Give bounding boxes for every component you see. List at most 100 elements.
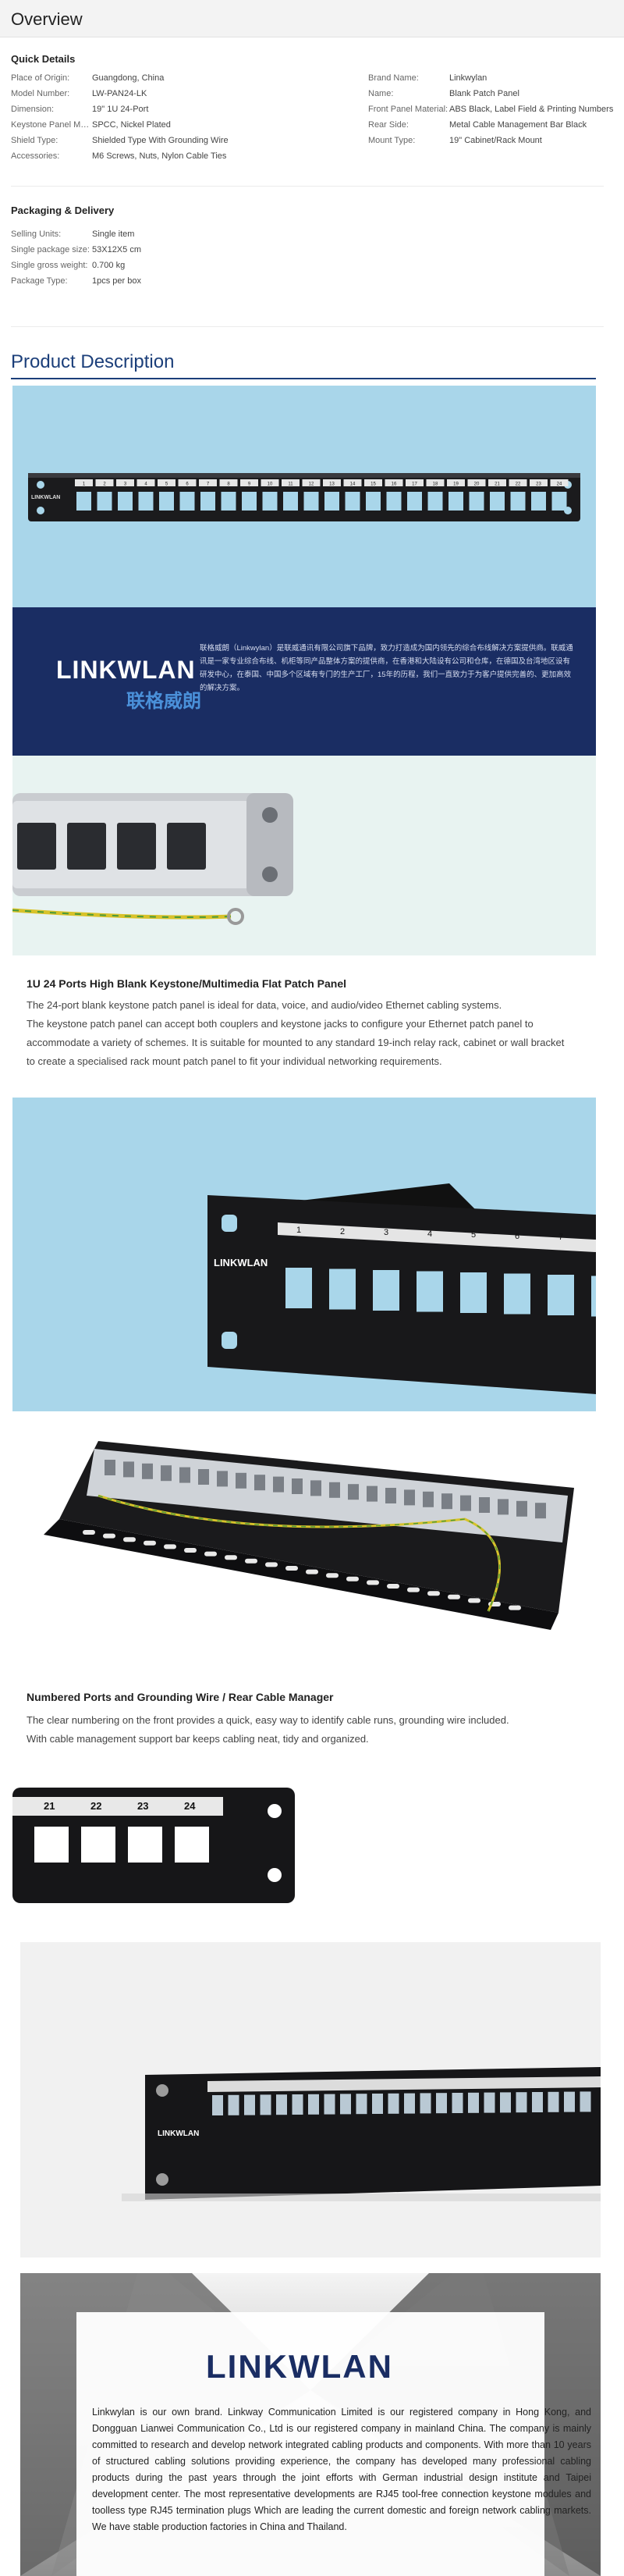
detail-row: Keystone Panel Ma...SPCC, Nickel Plated <box>11 117 229 133</box>
rear-keystone-port <box>348 1484 359 1500</box>
cable-manager-slot <box>144 1540 156 1546</box>
cable-manager-slot <box>367 1580 379 1585</box>
port-number: 13 <box>329 482 335 487</box>
port-number: 4 <box>144 482 147 487</box>
metal-frame-illustration <box>12 793 293 925</box>
keystone-port <box>345 492 360 511</box>
keystone-port <box>448 492 463 511</box>
rear-keystone-port <box>254 1475 265 1491</box>
cable-manager-slot <box>448 1594 460 1599</box>
port-label-field <box>178 479 197 486</box>
port-label-field <box>136 479 155 486</box>
port-number: 18 <box>433 482 438 487</box>
keystone-port <box>292 2094 303 2115</box>
cable-manager-slot <box>285 1566 298 1571</box>
keystone-port <box>388 2093 399 2114</box>
brand-banner: LINKWLAN 联格威朗 联格威朗（Linkwylan）是联威通讯有限公司旗下… <box>12 607 596 756</box>
rear-panel-illustration <box>44 1441 574 1630</box>
keystone-port <box>469 492 484 511</box>
section1-paragraph-1: The 24-port blank keystone patch panel i… <box>27 999 502 1011</box>
detail-value: SPCC, Nickel Plated <box>92 120 171 130</box>
cable-manager-slot <box>164 1544 176 1550</box>
keystone-port <box>329 1268 356 1310</box>
keystone-port <box>404 2093 415 2114</box>
detail-value: 19" Cabinet/Rack Mount <box>449 136 542 145</box>
detail-value: ABS Black, Label Field & Printing Number… <box>449 105 614 114</box>
port-number: 1 <box>296 1226 302 1235</box>
keystone-port <box>244 2094 255 2115</box>
port-label-field <box>385 479 403 486</box>
detail-value: Linkwylan <box>449 73 488 83</box>
port-number: 3 <box>384 1228 389 1237</box>
port-number: 23 <box>137 1800 149 1812</box>
section1-paragraph-2: The keystone patch panel can accept both… <box>27 1018 565 1067</box>
port-label-field <box>116 479 134 486</box>
detail-value: Blank Patch Panel <box>449 89 519 98</box>
port-number: 2 <box>340 1226 346 1236</box>
rear-keystone-port <box>142 1463 153 1479</box>
port-number: 21 <box>495 482 500 487</box>
detail-label: Keystone Panel Ma... <box>11 120 92 130</box>
detail-row: Selling Units: Single item <box>11 226 141 242</box>
port-number: 15 <box>370 482 376 487</box>
keystone-port <box>407 492 422 511</box>
keystone-port <box>468 2092 479 2113</box>
keystone-port <box>564 2091 575 2112</box>
skyscraper-background <box>20 2273 601 2576</box>
rear-keystone-port <box>460 1495 471 1511</box>
port-label-field <box>530 479 548 486</box>
port-number: 12 <box>309 482 314 487</box>
detail-value: LW-PAN24-LK <box>92 89 147 98</box>
keystone-port <box>386 492 402 511</box>
section2-paragraph-2: With cable management support bar keeps … <box>27 1733 369 1745</box>
port-label-field <box>261 479 279 486</box>
product-image-gray-angle: LINKWLAN <box>20 1942 601 2258</box>
port-label-field <box>343 479 362 486</box>
cable-manager-slot <box>204 1551 217 1557</box>
product-image-rear <box>12 1425 596 1660</box>
keystone-port <box>356 2094 367 2115</box>
port-label-field <box>302 479 321 486</box>
angled-panel-illustration <box>207 1183 596 1394</box>
keystone-port <box>373 1270 399 1311</box>
port-number: 5 <box>165 482 168 487</box>
keystone-port <box>551 492 567 511</box>
detail-row: Single package size:53X12X5 cm <box>11 242 141 258</box>
cable-manager-slot <box>123 1537 136 1542</box>
product-image-metal-frame <box>12 756 596 955</box>
detail-label: Package Type: <box>11 276 68 286</box>
detail-row: Rear Side:Metal Cable Management Bar Bla… <box>368 117 613 133</box>
detail-label: Selling Units: <box>11 229 62 239</box>
port-number: 3 <box>124 482 127 487</box>
overview-title: Overview <box>11 9 83 29</box>
keystone-port <box>436 2093 447 2114</box>
keystone-port <box>372 2094 383 2114</box>
brand-logo: LINKWLAN <box>206 2348 393 2385</box>
rear-keystone-port <box>441 1493 452 1510</box>
cable-manager-slot <box>265 1562 278 1567</box>
detail-label: Model Number: <box>11 89 70 98</box>
divider <box>11 326 604 327</box>
detail-label: Shield Type: <box>11 136 58 145</box>
port-number: 10 <box>268 482 273 487</box>
detail-row: Front Panel Material:ABS Black, Label Fi… <box>368 101 613 117</box>
port-label-field <box>550 479 569 486</box>
keystone-port <box>200 492 215 511</box>
rear-keystone-port <box>273 1476 284 1493</box>
keystone-port <box>324 2094 335 2115</box>
keystone-port <box>138 492 154 511</box>
keystone-port <box>118 492 133 511</box>
detail-value: Single item <box>92 229 135 239</box>
keystone-port <box>532 2092 543 2112</box>
cable-manager-slot <box>326 1573 339 1578</box>
keystone-port <box>427 492 443 511</box>
keystone-port <box>500 2092 511 2113</box>
rear-keystone-port <box>535 1503 546 1519</box>
panel-logo: LINKWLAN <box>31 495 61 500</box>
brand-card-background <box>20 2273 601 2576</box>
keystone-port <box>276 2094 287 2115</box>
brand-description: Linkwylan is our own brand. Linkway Comm… <box>92 2407 591 2532</box>
keystone-port <box>510 492 526 511</box>
